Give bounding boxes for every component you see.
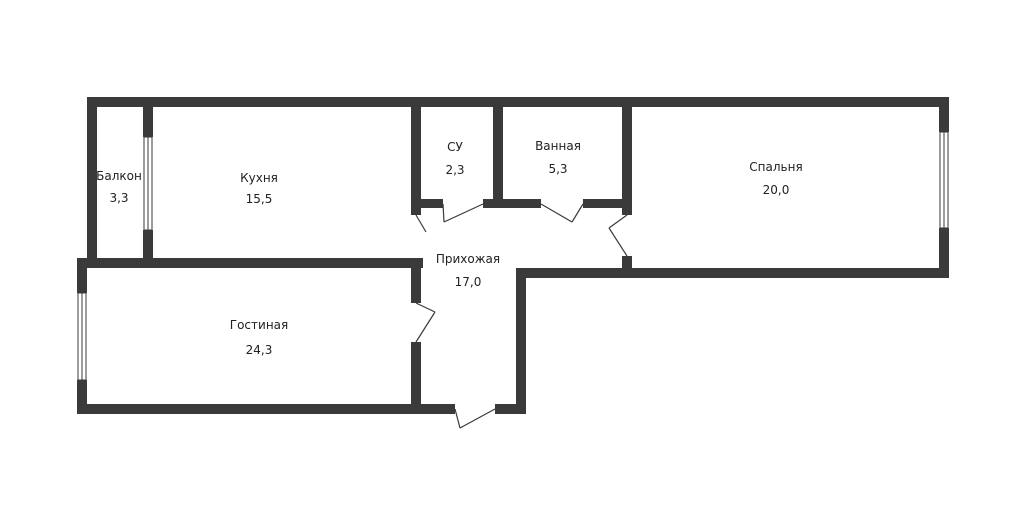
- window-living: [77, 292, 87, 381]
- wall-bath-bedroom: [622, 97, 632, 215]
- door-bedroom: [608, 214, 628, 257]
- wall-kitchen-living: [77, 258, 423, 268]
- wall-living-left-top: [77, 258, 87, 293]
- room-area-living: 24,3: [246, 343, 273, 357]
- door-living: [415, 302, 436, 343]
- room-labels: Балкон 3,3 Кухня 15,5 СУ 2,3 Ванная 5,3 …: [96, 139, 803, 357]
- room-area-wc: 2,3: [445, 163, 464, 177]
- door-entrance: [454, 408, 496, 429]
- window-balcony: [143, 136, 153, 231]
- room-area-kitchen: 15,5: [246, 192, 273, 206]
- wall-bath-bottom-left: [483, 199, 541, 208]
- room-name-bathroom: Ванная: [535, 139, 581, 153]
- window-bedroom: [939, 131, 949, 229]
- room-name-kitchen: Кухня: [240, 171, 278, 185]
- wall-bedroom-right-bottom: [939, 228, 949, 278]
- wall-bedroom-bottom: [516, 268, 949, 278]
- wall-hall-bottom-stub: [495, 404, 526, 414]
- wall-living-left-bottom: [77, 380, 87, 414]
- wall-wc-stub: [411, 199, 443, 208]
- wall-kitchen-right: [411, 97, 421, 215]
- wall-living-hall-top: [411, 258, 421, 303]
- windows: [77, 131, 949, 381]
- walls: [77, 97, 949, 414]
- room-name-hallway: Прихожая: [436, 252, 500, 266]
- wall-hall-right: [516, 268, 526, 414]
- wall-balcony-left: [87, 97, 97, 267]
- door-bathroom: [540, 203, 584, 223]
- room-area-balcony: 3,3: [109, 191, 128, 205]
- room-name-balcony: Балкон: [96, 169, 142, 183]
- room-area-bedroom: 20,0: [763, 183, 790, 197]
- room-area-bathroom: 5,3: [548, 162, 567, 176]
- room-name-living: Гостиная: [230, 318, 288, 332]
- doors: [415, 203, 628, 429]
- room-name-bedroom: Спальня: [749, 160, 802, 174]
- room-area-hallway: 17,0: [455, 275, 482, 289]
- wall-bath-bottom-right: [583, 199, 631, 208]
- wall-bedroom-left-low: [622, 256, 632, 278]
- door-wc: [442, 203, 484, 223]
- wall-living-bottom: [77, 404, 455, 414]
- wall-wc-bath: [493, 97, 503, 208]
- wall-balcony-kitchen: [143, 97, 153, 137]
- wall-bedroom-right-top: [939, 97, 949, 132]
- wall-top: [87, 97, 949, 107]
- door-kitchen: [415, 214, 427, 233]
- wall-balcony-kitchen-low: [143, 230, 153, 267]
- room-name-wc: СУ: [447, 140, 463, 154]
- wall-living-hall-bottom: [411, 342, 421, 414]
